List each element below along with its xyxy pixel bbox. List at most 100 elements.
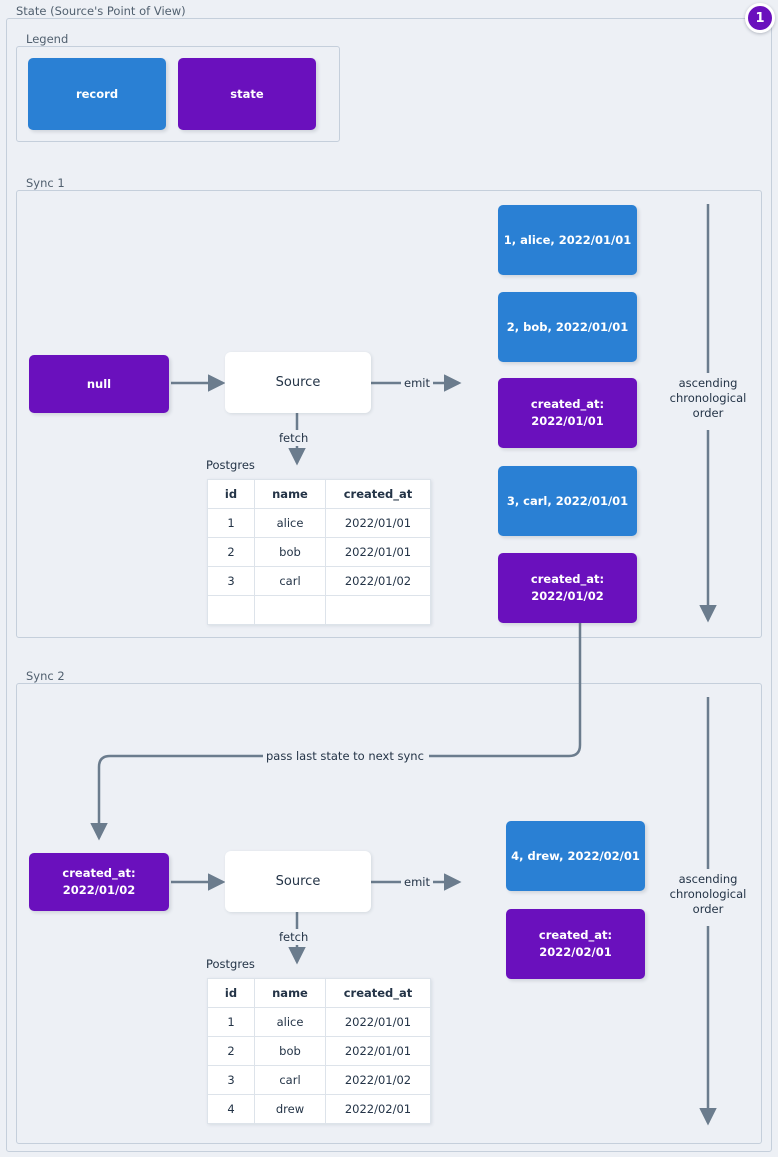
sync-1-table-header-row: id name created_at — [207, 479, 431, 509]
legend-item-record: record — [28, 58, 166, 130]
sync-1-emitted-record-2-label: 2, bob, 2022/01/01 — [506, 319, 629, 334]
sync-2-table-header-row: id name created_at — [207, 978, 431, 1008]
legend-item-record-label: record — [75, 86, 119, 101]
cell-name: alice — [254, 1007, 326, 1037]
sync-2-frame — [16, 683, 762, 1144]
sync-2-emitted-state-1-line2: 2022/02/01 — [539, 945, 612, 959]
sync-2-fetch-label: fetch — [276, 930, 312, 944]
sync-1-emitted-record-3: 3, carl, 2022/01/01 — [498, 466, 637, 536]
sync-1-col-id: id — [207, 479, 255, 509]
cell-id: 2 — [207, 537, 255, 567]
sync-2-input-state: created_at: 2022/01/02 — [29, 853, 169, 911]
sync-1-emit-label: emit — [401, 376, 433, 390]
legend-items: record state — [28, 58, 316, 130]
table-row: 3 carl 2022/01/02 — [207, 1065, 431, 1095]
sync-1-emitted-state-1: created_at: 2022/01/01 — [498, 378, 637, 448]
sync-2-order-line-1: ascending — [678, 872, 738, 886]
root-frame — [6, 18, 772, 1152]
sync-2-emitted-record-1: 4, drew, 2022/02/01 — [506, 821, 645, 891]
sync-1-order-label: ascending chronological order — [653, 376, 763, 421]
state-diagram-root: State (Source's Point of View) — [6, 4, 772, 1152]
sync-1-canvas: null Source emit fetch Postgres id name … — [16, 190, 762, 638]
cell-name: alice — [254, 508, 326, 538]
sync-1-db-label: Postgres — [206, 458, 255, 472]
sync-1-source-node: Source — [225, 352, 371, 413]
cell-id: 3 — [207, 1065, 255, 1095]
sync-1-title: Sync 1 — [26, 176, 65, 190]
sync-1-order-line-2: chronological — [669, 391, 747, 405]
sync-2-table: id name created_at 1 alice 2022/01/01 2 … — [207, 978, 431, 1124]
cell-name: carl — [254, 566, 326, 596]
cell-created-at: 2022/01/01 — [325, 508, 431, 538]
sync-2-emitted-state-1: created_at: 2022/02/01 — [506, 909, 645, 979]
sync-1-frame — [16, 190, 762, 638]
sync-1-emitted-record-1-label: 1, alice, 2022/01/01 — [503, 232, 632, 247]
sync-2-input-state-line1: created_at: — [62, 866, 136, 880]
sync-1-emitted-record-2: 2, bob, 2022/01/01 — [498, 292, 637, 362]
cell-created-at — [325, 595, 431, 625]
cell-created-at: 2022/02/01 — [325, 1094, 431, 1124]
sync-2-input-state-line2: 2022/01/02 — [62, 883, 136, 897]
sync-1-emitted-state-1-line2: 2022/01/01 — [531, 414, 604, 428]
sync-1-emitted-state-1-line1: created_at: — [530, 397, 605, 411]
sync-2-order-line-2: chronological — [669, 887, 747, 901]
sync-2-order-line-3: order — [692, 902, 724, 916]
legend-title: Legend — [26, 32, 69, 46]
sync-1-emitted-record-1: 1, alice, 2022/01/01 — [498, 205, 637, 275]
cell-created-at: 2022/01/01 — [325, 537, 431, 567]
cell-id: 2 — [207, 1036, 255, 1066]
table-row: 3 carl 2022/01/02 — [207, 566, 431, 596]
table-row: 2 bob 2022/01/01 — [207, 1036, 431, 1066]
sync-2-source-node: Source — [225, 851, 371, 912]
sync-1-input-state-label: null — [86, 376, 112, 391]
sync-1-fetch-label: fetch — [276, 431, 312, 445]
sync-1-col-created-at: created_at — [325, 479, 431, 509]
sync-2-emit-label: emit — [401, 875, 433, 889]
cell-created-at: 2022/01/01 — [325, 1007, 431, 1037]
cell-id — [207, 595, 255, 625]
sync-2-pass-state-label: pass last state to next sync — [263, 749, 427, 763]
cell-created-at: 2022/01/02 — [325, 566, 431, 596]
sync-2-db-label: Postgres — [206, 957, 255, 971]
sync-1-input-state: null — [29, 355, 169, 413]
sync-1-order-line-3: order — [692, 406, 724, 420]
cell-name: carl — [254, 1065, 326, 1095]
sync-2-canvas: pass last state to next sync created_at:… — [16, 623, 763, 1144]
sync-2-title: Sync 2 — [26, 669, 65, 683]
sync-2-col-name: name — [254, 978, 326, 1008]
sync-2-group: Sync 2 pass last state to next sync — [16, 623, 763, 1144]
sync-2-order-label: ascending chronological order — [653, 872, 763, 917]
sync-1-emitted-state-2-line2: 2022/01/02 — [531, 589, 604, 603]
sync-1-group: Sync 1 null Source — [16, 176, 762, 638]
legend-item-state: state — [178, 58, 316, 130]
cell-id: 3 — [207, 566, 255, 596]
sync-2-emitted-state-1-line1: created_at: — [538, 928, 613, 942]
cell-id: 4 — [207, 1094, 255, 1124]
sync-1-emitted-record-3-label: 3, carl, 2022/01/01 — [506, 493, 629, 508]
table-row: 4 drew 2022/02/01 — [207, 1094, 431, 1124]
cell-created-at: 2022/01/01 — [325, 1036, 431, 1066]
sync-1-source-label: Source — [275, 375, 321, 390]
sync-2-col-created-at: created_at — [325, 978, 431, 1008]
cell-id: 1 — [207, 1007, 255, 1037]
table-row: 2 bob 2022/01/01 — [207, 537, 431, 567]
cell-name: bob — [254, 1036, 326, 1066]
cell-name: drew — [254, 1094, 326, 1124]
table-row: 1 alice 2022/01/01 — [207, 508, 431, 538]
cell-created-at: 2022/01/02 — [325, 1065, 431, 1095]
cell-name — [254, 595, 326, 625]
sync-1-table: id name created_at 1 alice 2022/01/01 2 … — [207, 479, 431, 625]
sync-2-source-label: Source — [275, 874, 321, 889]
sync-2-emitted-record-1-label: 4, drew, 2022/02/01 — [511, 848, 640, 863]
cell-name: bob — [254, 537, 326, 567]
table-row — [207, 595, 431, 625]
sync-2-col-id: id — [207, 978, 255, 1008]
sync-1-emitted-state-2: created_at: 2022/01/02 — [498, 553, 637, 623]
sync-1-order-line-1: ascending — [678, 376, 738, 390]
legend-group: Legend record state — [16, 32, 340, 142]
page-title: State (Source's Point of View) — [16, 4, 186, 18]
cell-id: 1 — [207, 508, 255, 538]
step-badge[interactable]: 1 — [745, 3, 775, 33]
sync-1-col-name: name — [254, 479, 326, 509]
table-row: 1 alice 2022/01/01 — [207, 1007, 431, 1037]
